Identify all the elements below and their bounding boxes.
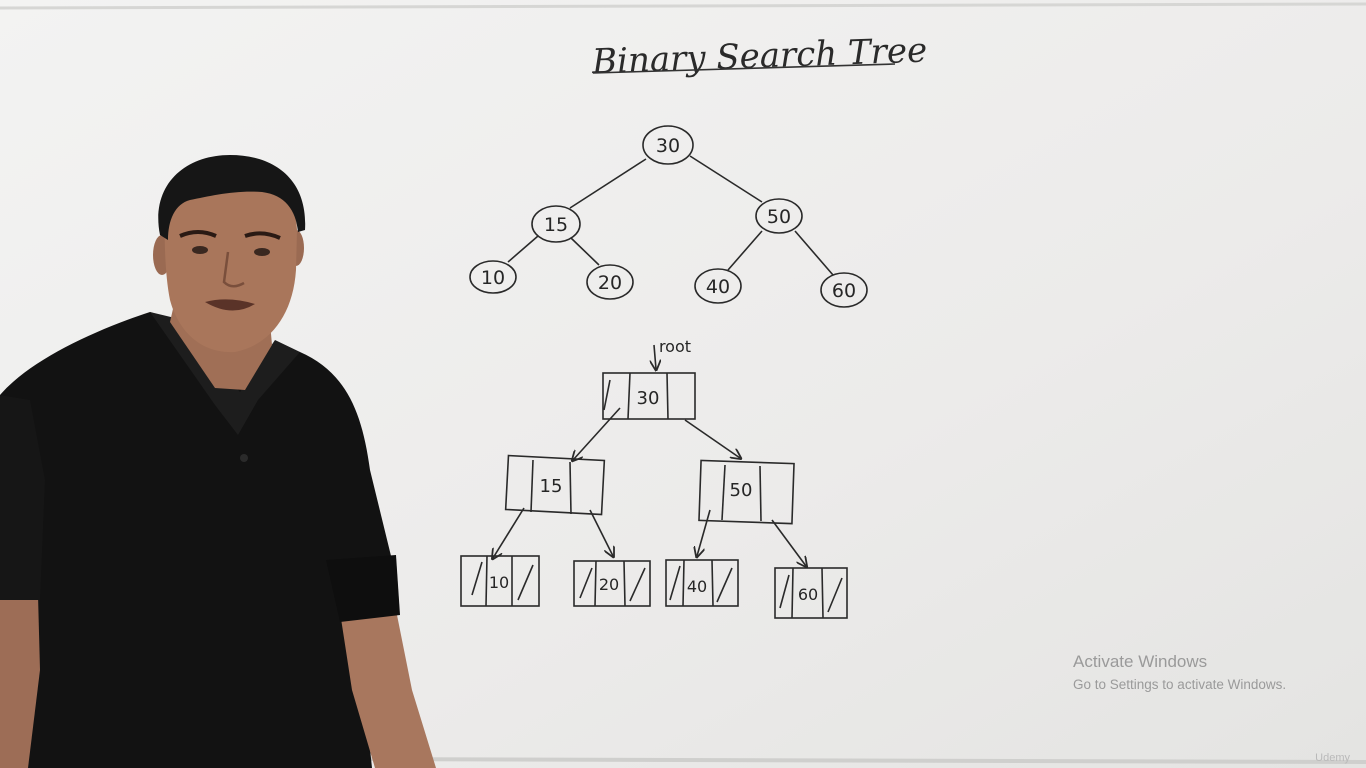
tree-node-right: 50	[767, 206, 791, 228]
tree-node-root: 30	[656, 135, 680, 157]
edge-50-40	[727, 230, 763, 271]
root-pointer-arrow	[654, 344, 656, 369]
tree-node-circle	[642, 125, 694, 165]
edge-15-10	[507, 235, 539, 263]
pointer-arrow	[589, 509, 613, 556]
linked-node-box	[698, 459, 795, 525]
tree-node-labels: 30 15 50 10 20 40 60	[481, 135, 856, 302]
edge-30-15	[569, 158, 647, 209]
activate-windows-watermark: Activate Windows Go to Settings to activ…	[1073, 652, 1286, 694]
tree-leaf: 10	[481, 267, 505, 289]
linked-leaf-box	[665, 559, 739, 607]
tree-node-circle	[694, 268, 742, 304]
linked-node-left: 15	[540, 476, 563, 497]
pointer-arrow	[684, 419, 740, 458]
tree-leaf: 40	[706, 276, 730, 298]
root-label: root	[659, 337, 691, 356]
linked-node-right: 50	[730, 480, 753, 501]
tree-leaf: 60	[832, 280, 856, 302]
tree-node-left: 15	[544, 214, 568, 236]
pointer-arrow	[697, 509, 711, 556]
linked-leaf-box	[573, 560, 651, 607]
pointer-arrow	[771, 519, 806, 566]
tree-node-circle	[586, 264, 634, 300]
presenter	[0, 155, 436, 768]
watermark-title: Activate Windows	[1073, 652, 1208, 671]
pointer-arrow	[493, 507, 525, 558]
edge-15-20	[570, 237, 600, 266]
tree-diagram	[469, 125, 868, 308]
tree-node-circle	[469, 260, 517, 294]
linked-node-labels: root 30 15 50 10 20 40 60	[489, 337, 818, 604]
linked-leaf: 60	[798, 585, 818, 604]
edge-30-50	[689, 155, 763, 203]
linked-leaf-box	[774, 567, 848, 619]
linked-tree-diagram	[460, 344, 848, 619]
linked-leaf: 20	[599, 575, 619, 594]
linked-leaf: 40	[687, 577, 707, 596]
pointer-arrow	[573, 407, 621, 460]
edge-50-60	[794, 230, 834, 276]
tree-node-circle	[755, 198, 803, 234]
tree-leaf: 20	[598, 272, 622, 294]
udemy-logo: Udemy	[1315, 752, 1350, 764]
linked-node-box	[504, 454, 606, 516]
linked-leaf: 10	[489, 573, 509, 592]
watermark-subtitle: Go to Settings to activate Windows.	[1073, 677, 1287, 692]
tree-node-circle	[531, 205, 581, 243]
linked-leaf-box	[460, 555, 540, 607]
tree-node-circle	[820, 272, 868, 308]
linked-node-box	[602, 372, 696, 420]
linked-node-root: 30	[637, 388, 660, 409]
